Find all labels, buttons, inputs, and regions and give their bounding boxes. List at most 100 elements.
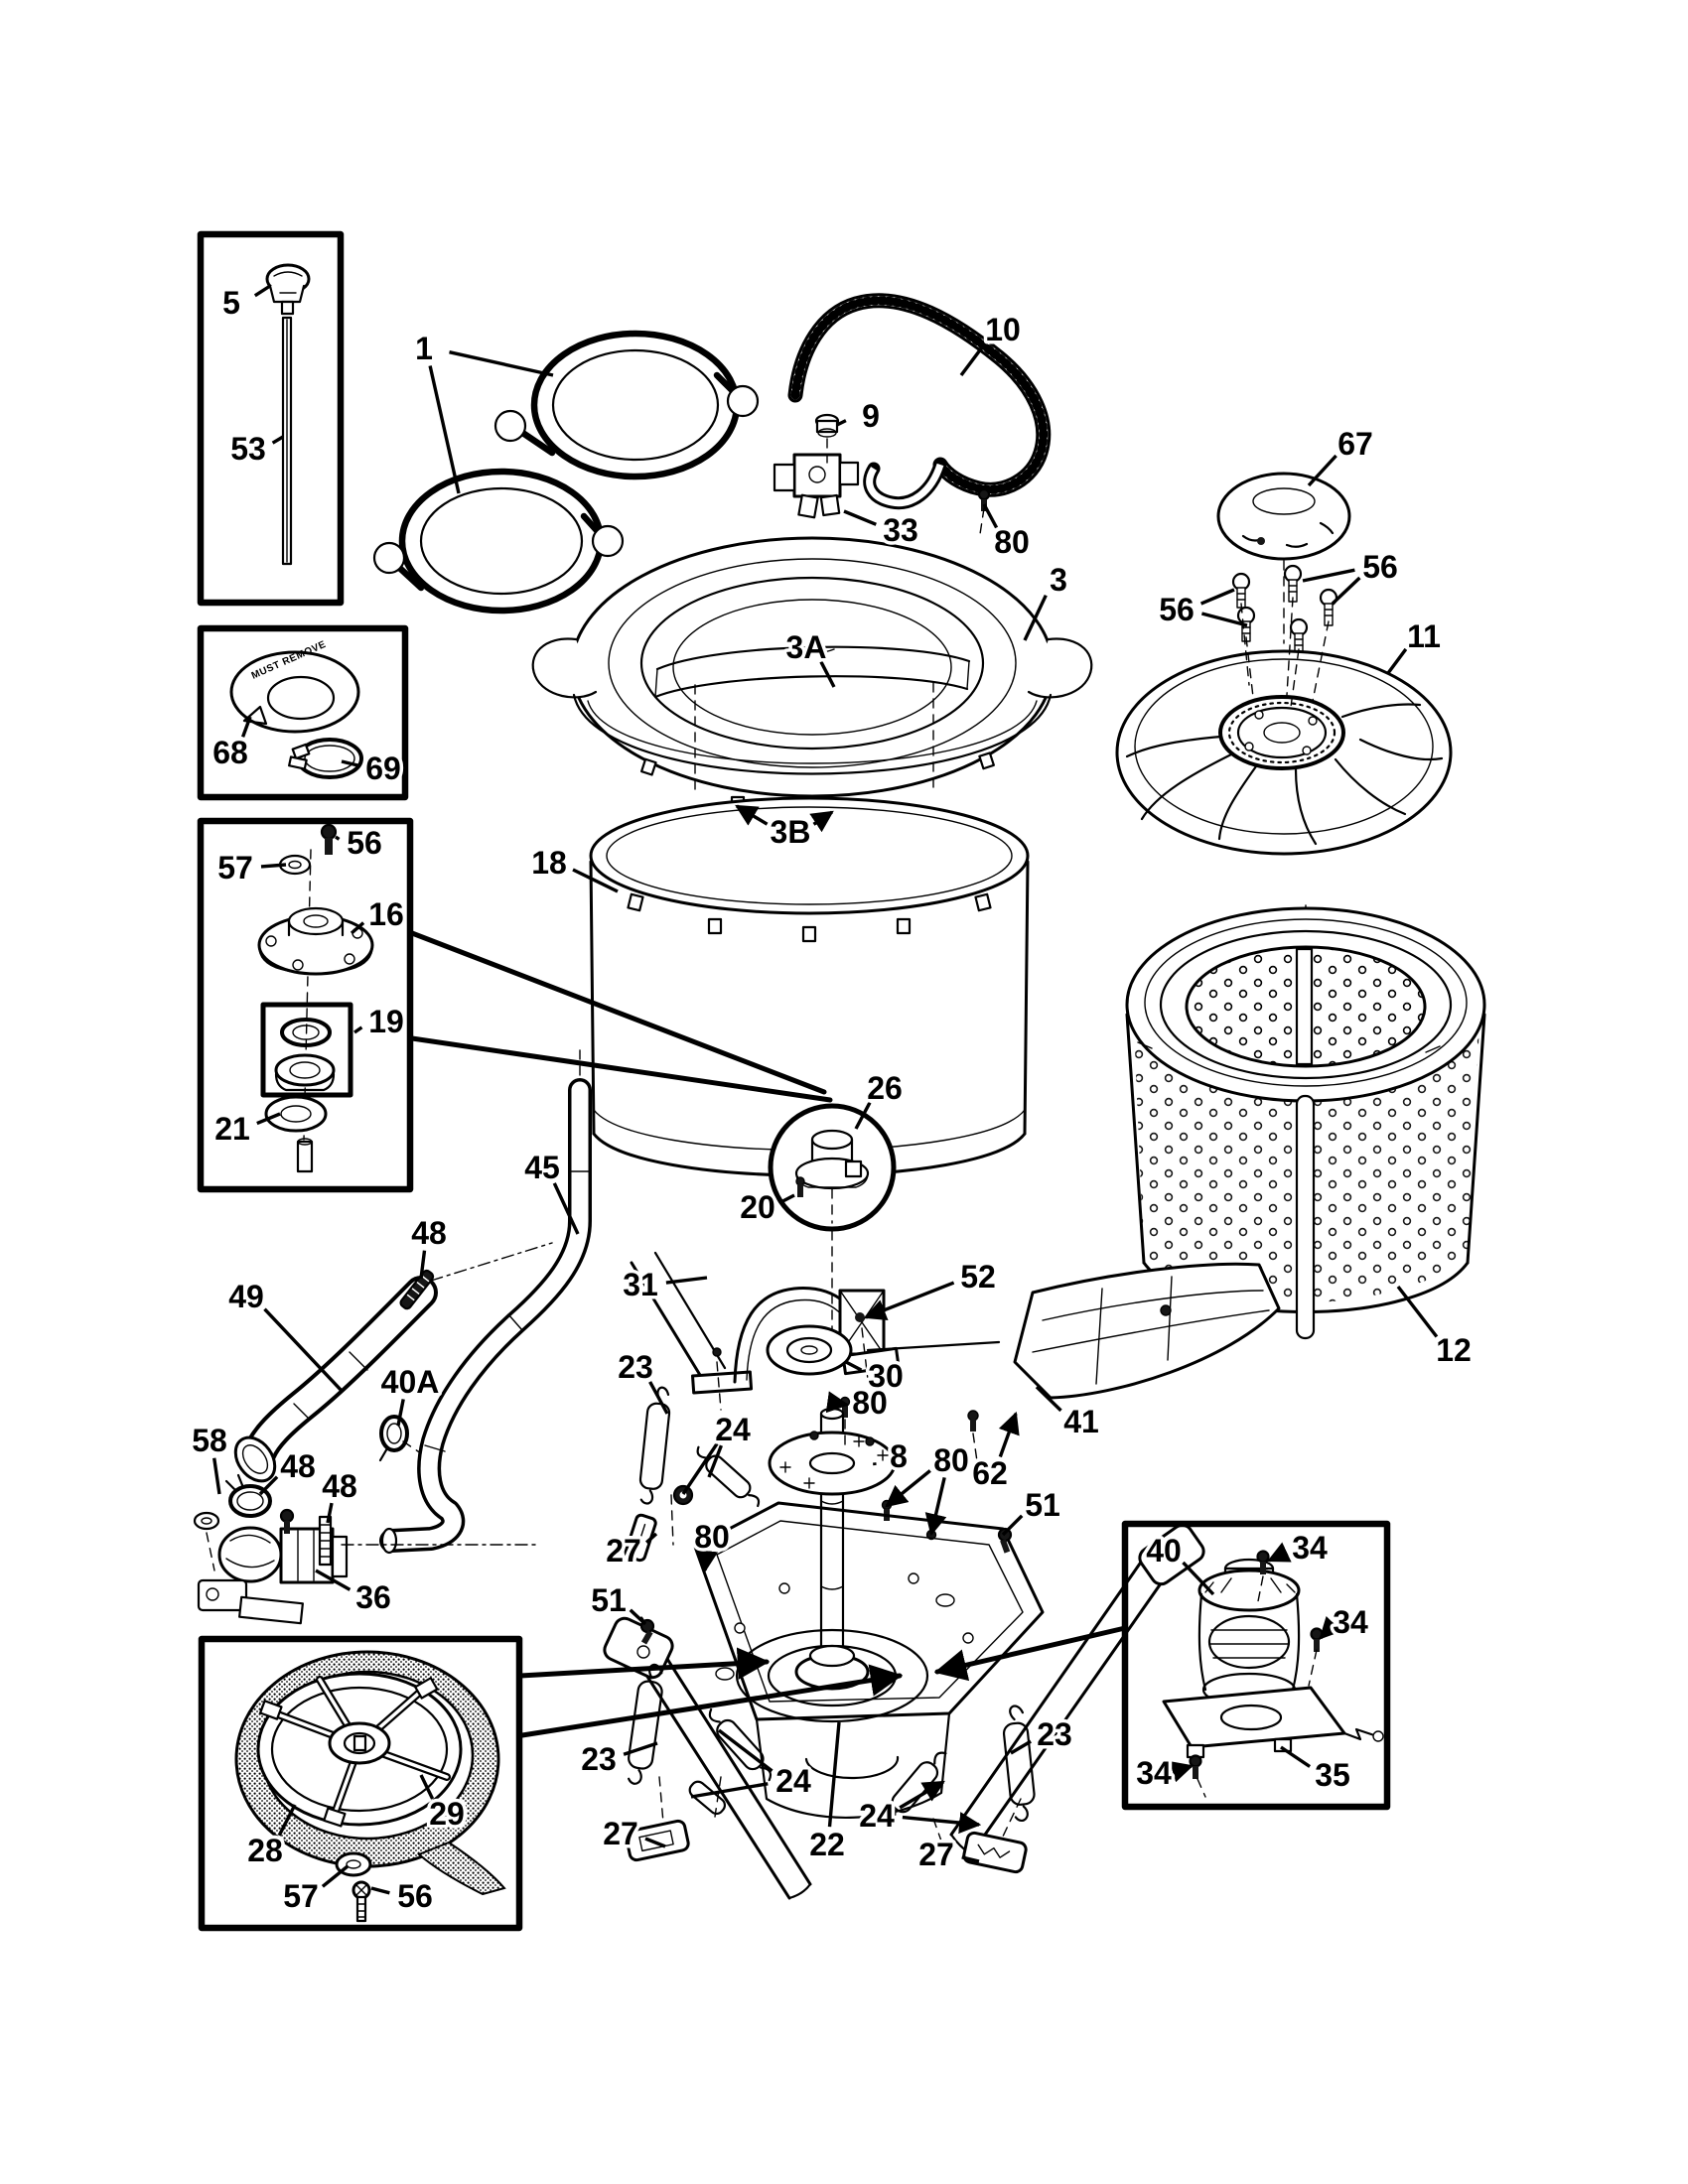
part-hose-49-shape <box>233 1435 277 1483</box>
part-clamp-48b <box>224 1473 272 1518</box>
leader-line-10 <box>959 341 987 377</box>
part-bracket-27a-shape <box>635 1523 646 1552</box>
part-motor-base-35-shape <box>1273 1737 1293 1753</box>
leader-line-24 <box>717 1728 774 1773</box>
inset-box-hub-seal-shape <box>197 817 414 1193</box>
part-impeller-11-shape <box>1263 722 1301 744</box>
alignment-dashes-shape <box>1286 597 1294 696</box>
part-suspension-31-shape <box>861 1327 869 1381</box>
part-pulley-29-shape <box>259 1700 283 1720</box>
callout-48: 48 <box>411 1215 447 1251</box>
callout-57: 57 <box>217 850 253 886</box>
part-drive-spindle <box>735 1324 937 1723</box>
part-springs-shape <box>932 1818 944 1847</box>
callout-51: 51 <box>591 1582 627 1618</box>
part-suspension-31-shape <box>712 1347 722 1357</box>
callout-30: 30 <box>868 1358 904 1394</box>
callout-51: 51 <box>1025 1487 1060 1523</box>
part-base-22-shape <box>716 1520 1024 1703</box>
part-gasket-48c <box>318 1515 333 1567</box>
part-cap-67-shape <box>1216 472 1351 561</box>
callout-10: 10 <box>985 312 1021 347</box>
part-left-rail-shape <box>787 1882 812 1900</box>
inset-box-motor <box>1121 1520 1391 1811</box>
part-screws-34-shape <box>1260 1562 1266 1574</box>
part-seal-19a-shape <box>292 1024 320 1040</box>
leader-line-24 <box>902 1812 982 1835</box>
leader-line-30 <box>845 1360 863 1372</box>
part-valve-33-shape <box>808 466 826 483</box>
callout-23: 23 <box>1037 1716 1072 1752</box>
part-left-rail-shape <box>636 1645 650 1659</box>
part-elbow-9-shape <box>815 419 839 434</box>
part-right-rail-shape <box>969 1555 1182 1856</box>
part-clamp-48a-shape <box>406 1275 430 1301</box>
part-motor-40-shape <box>1207 1614 1291 1670</box>
part-hub-16 <box>257 906 374 976</box>
callout-19: 19 <box>368 1004 404 1039</box>
part-springs-shape <box>1000 1798 1022 1842</box>
part-deflector-41-shape <box>1032 1290 1270 1353</box>
part-suspension-31-shape <box>866 1340 1001 1352</box>
part-basket-12 <box>1125 904 1486 1340</box>
leader-line-1 <box>428 365 461 494</box>
part-cap-5-shape <box>268 284 306 304</box>
part-outer-tub-18-shape <box>589 796 1030 915</box>
part-basket-12-shape <box>1159 929 1453 1080</box>
part-pulley-29-shape <box>270 1686 449 1813</box>
part-impeller-11-shape <box>1236 706 1328 759</box>
part-brace-3A <box>653 645 971 699</box>
leader-line-48 <box>326 1502 334 1524</box>
callout-5: 5 <box>222 285 240 321</box>
part-hose-49-shape <box>247 1280 434 1464</box>
part-drive-spindle-shape <box>819 1407 845 1421</box>
callout-12: 12 <box>1436 1332 1472 1368</box>
callout-3A: 3A <box>786 629 827 665</box>
leader-line-31 <box>665 1276 708 1285</box>
callout-80: 80 <box>852 1385 888 1421</box>
leader-line-9 <box>836 419 847 427</box>
callout-28: 28 <box>247 1833 283 1868</box>
leader-line-28 <box>277 1804 297 1837</box>
part-seal-19a-shape <box>280 1018 332 1047</box>
alignment-dashes-shape <box>1312 620 1330 702</box>
part-belt-28-shape <box>417 1841 506 1896</box>
part-elbow-9 <box>814 413 840 438</box>
callout-24: 24 <box>775 1763 811 1799</box>
part-hose-45-shape <box>424 1170 592 1452</box>
callout-56: 56 <box>347 825 382 861</box>
pointer-lines-shape <box>409 930 827 1095</box>
callout-57: 57 <box>283 1878 319 1914</box>
callout-1: 1 <box>415 331 433 366</box>
part-inlet-hoses-1 <box>372 330 760 614</box>
part-cap-67-shape <box>1252 487 1316 515</box>
part-spring-23a-shape <box>638 1402 671 1490</box>
callout-80: 80 <box>994 524 1030 560</box>
part-valve-33-shape <box>797 493 819 519</box>
part-inlet-hoses-1-shape <box>591 524 625 558</box>
part-bracket-52-shape <box>855 1312 865 1322</box>
callout-68: 68 <box>212 735 248 770</box>
leader-line-24 <box>690 1782 769 1799</box>
inset-box-motor-shape <box>1196 1778 1206 1798</box>
pointer-lines-shape <box>517 1647 771 1680</box>
part-gasket-48c-shape <box>319 1524 332 1558</box>
callout-35: 35 <box>1315 1757 1350 1793</box>
part-hose-45 <box>378 1049 592 1555</box>
part-hose-49-shape <box>241 1444 269 1474</box>
part-clamp-48a <box>399 1269 435 1310</box>
part-flange-8-shape <box>865 1436 875 1446</box>
part-washer-58 <box>193 1511 220 1571</box>
part-screw-56a <box>320 823 338 855</box>
part-screws-56-cluster-shape-shape <box>1294 638 1304 646</box>
part-spring-23c-shape <box>1014 1805 1029 1823</box>
pointer-lines-shape <box>409 1035 833 1103</box>
part-bracket-27b <box>625 1819 690 1862</box>
part-washer-58-shape <box>193 1511 220 1531</box>
part-seal-19b-shape <box>289 1061 321 1079</box>
part-bolt-56b-shape <box>354 1883 368 1897</box>
leader-line-19 <box>353 1025 363 1034</box>
callout-62: 62 <box>972 1455 1008 1491</box>
part-hose-49 <box>233 1242 553 1483</box>
